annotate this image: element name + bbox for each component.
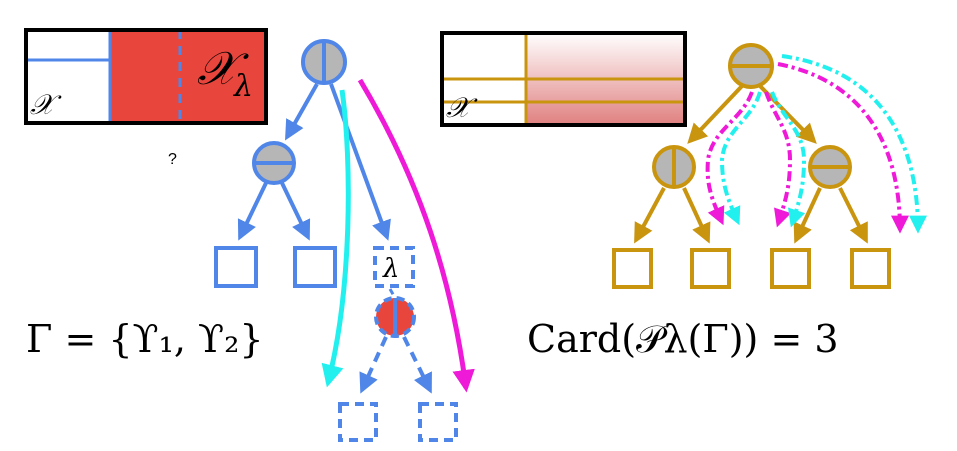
left-lambda-leaf-icon <box>373 246 415 288</box>
right-edge-l-to-leaf1 <box>634 187 666 244</box>
right-magenta-path-3 <box>777 62 909 234</box>
left-tree-edges <box>237 83 432 394</box>
right-formula: Card(𝒫λ(Γ)) = 3 <box>527 317 839 361</box>
left-root-node <box>301 39 347 85</box>
left-edge-red-to-dleaf2 <box>402 336 432 394</box>
right-box-border <box>440 31 687 127</box>
right-magenta-path-2 <box>764 91 793 228</box>
right-left-node <box>652 145 696 189</box>
right-edge-r-to-leaf4 <box>838 187 868 244</box>
right-edge-l-to-leaf2 <box>682 187 711 244</box>
right-leaf-square-icon-4 <box>850 248 891 289</box>
right-leaf-square-icon-2 <box>690 248 731 289</box>
right-cyan-path-3 <box>781 54 927 234</box>
right-cyan-path-1 <box>719 91 762 226</box>
left-edge-inner-to-leaf1 <box>237 182 268 241</box>
right-tree-edges <box>634 84 868 244</box>
right-edge-root-to-left <box>687 84 744 144</box>
right-leaf-square-icon-1 <box>612 248 653 289</box>
left-formula: Γ = {ϒ₁, ϒ₂} <box>26 317 264 361</box>
right-dashdot-paths <box>705 54 927 234</box>
left-dashed-leaf-icon-1 <box>338 402 378 442</box>
right-right-node <box>808 145 852 189</box>
left-edge-root-to-lambda <box>329 83 391 241</box>
left-magenta-path-arrow <box>357 78 475 393</box>
left-edge-red-to-dleaf1 <box>359 336 388 394</box>
left-edge-inner-to-leaf2 <box>280 182 311 241</box>
right-root-node <box>728 43 774 89</box>
left-dashed-leaf-icon-2 <box>418 402 458 442</box>
left-feature-space-box: 𝒳 𝒳 λ <box>24 28 268 125</box>
left-leaf-square-icon-2 <box>293 246 337 288</box>
left-edge-lambda-to-red <box>388 288 396 297</box>
left-leaf-square-icon-1 <box>214 246 258 288</box>
right-feature-space-box: 𝒳 <box>440 31 687 127</box>
left-cyan-path-arrow <box>321 89 351 388</box>
left-edge-root-to-inner <box>285 83 319 141</box>
left-region-x-lambda <box>110 30 266 123</box>
right-cyan-path-2 <box>770 91 807 228</box>
left-box-border <box>24 28 268 125</box>
left-region-x <box>26 30 110 123</box>
right-leaf-square-icon-3 <box>770 248 811 289</box>
left-lambda-leaf-label: λ <box>382 254 399 284</box>
left-box-big-subscript: λ <box>233 69 253 104</box>
left-red-node <box>374 296 416 338</box>
left-inner-node <box>252 141 296 185</box>
question-mark: ? <box>168 151 177 168</box>
right-edge-r-to-leaf3 <box>793 187 822 244</box>
right-magenta-path-1 <box>705 91 754 226</box>
